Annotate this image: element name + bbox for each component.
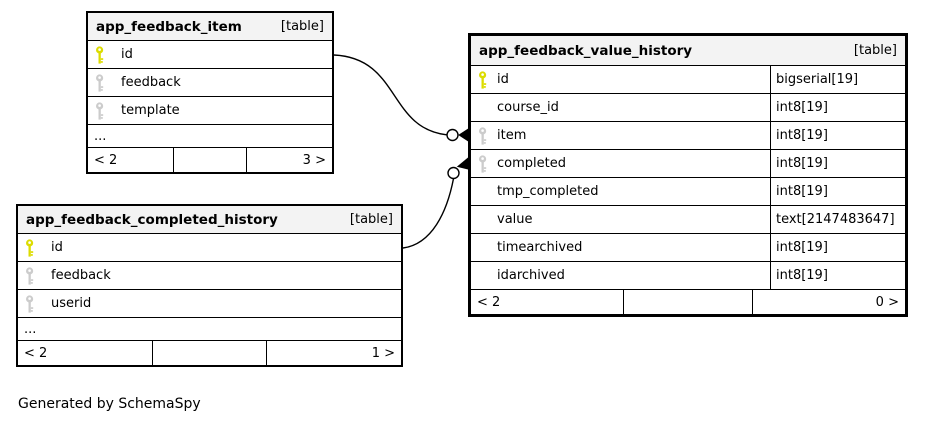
table-name[interactable]: app_feedback_completed_history: [26, 211, 278, 228]
table-app-feedback-item[interactable]: app_feedback_item [table] id feedback te…: [86, 11, 334, 174]
column-type: int8[19]: [770, 178, 905, 205]
footer-spacer: [173, 148, 247, 172]
table-type-badge: [table]: [349, 212, 393, 227]
hidden-columns-ellipsis: ...: [18, 317, 401, 340]
column-name: tmp_completed: [497, 184, 599, 199]
primary-key-icon: [88, 45, 112, 64]
footer-spacer: [152, 341, 267, 365]
column-row: id bigserial[19]: [471, 65, 905, 93]
column-name: completed: [497, 156, 566, 171]
relationship-item-curve: [333, 54, 468, 142]
table-header: app_feedback_item [table]: [88, 13, 332, 40]
table-type-badge: [table]: [853, 43, 897, 58]
column-name: template: [121, 103, 180, 118]
column-row: id: [88, 40, 332, 68]
column-name: id: [51, 240, 63, 255]
column-name: idarchived: [497, 268, 565, 283]
column-name: userid: [51, 296, 92, 311]
column-type: int8[19]: [770, 94, 905, 121]
parent-count: < 2: [477, 294, 501, 310]
table-header: app_feedback_completed_history [table]: [18, 206, 401, 233]
column-name: id: [121, 47, 133, 62]
column-row: template: [88, 96, 332, 124]
column-row: tmp_completed int8[19]: [471, 177, 905, 205]
foreign-key-icon: [88, 101, 112, 120]
table-type-badge: [table]: [280, 19, 324, 34]
column-row: course_id int8[19]: [471, 93, 905, 121]
column-row: completed int8[19]: [471, 149, 905, 177]
hidden-columns-ellipsis: ...: [88, 124, 332, 147]
column-name: id: [497, 72, 509, 87]
column-type: int8[19]: [770, 262, 905, 289]
footer-spacer: [622, 290, 754, 314]
column-name: feedback: [51, 268, 111, 283]
column-row: timearchived int8[19]: [471, 233, 905, 261]
column-name: value: [497, 212, 533, 227]
column-row: id: [18, 233, 401, 261]
parent-count: < 2: [24, 345, 48, 361]
column-type: int8[19]: [770, 150, 905, 177]
column-row: userid: [18, 289, 401, 317]
relationship-completed-curve: [402, 157, 468, 249]
foreign-key-icon: [473, 154, 493, 173]
table-footer: < 2 3 >: [88, 147, 332, 172]
table-app-feedback-completed-history[interactable]: app_feedback_completed_history [table] i…: [16, 204, 403, 367]
primary-key-icon: [473, 70, 493, 89]
column-name: feedback: [121, 75, 181, 90]
column-row: feedback: [18, 261, 401, 289]
table-header: app_feedback_value_history [table]: [471, 36, 905, 65]
column-type: bigserial[19]: [770, 66, 905, 93]
column-type: int8[19]: [770, 122, 905, 149]
child-count: 0 >: [875, 294, 899, 310]
child-count: 1 >: [371, 345, 395, 361]
column-row: idarchived int8[19]: [471, 261, 905, 289]
column-name: timearchived: [497, 240, 583, 255]
generated-by-note: Generated by SchemaSpy: [18, 396, 201, 412]
column-type: text[2147483647]: [770, 206, 905, 233]
column-row: feedback: [88, 68, 332, 96]
foreign-key-icon: [88, 73, 112, 92]
column-type: int8[19]: [770, 234, 905, 261]
table-app-feedback-value-history[interactable]: app_feedback_value_history [table] id bi…: [468, 33, 908, 317]
table-name[interactable]: app_feedback_item: [96, 18, 242, 35]
child-count: 3 >: [302, 152, 326, 168]
column-row: value text[2147483647]: [471, 205, 905, 233]
column-name: item: [497, 128, 527, 143]
primary-key-icon: [18, 238, 42, 257]
column-name: course_id: [497, 100, 559, 115]
parent-count: < 2: [94, 152, 118, 168]
column-row: item int8[19]: [471, 121, 905, 149]
table-footer: < 2 0 >: [471, 289, 905, 314]
table-footer: < 2 1 >: [18, 340, 401, 365]
table-name[interactable]: app_feedback_value_history: [479, 42, 693, 59]
foreign-key-icon: [18, 266, 42, 285]
foreign-key-icon: [473, 126, 493, 145]
foreign-key-icon: [18, 294, 42, 313]
